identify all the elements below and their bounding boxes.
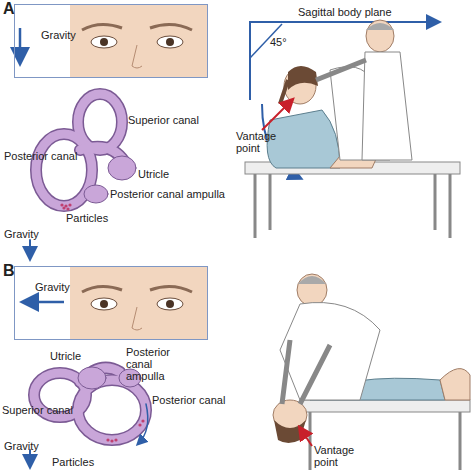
part-label: Gravity [4,440,39,452]
patient-scene [245,20,460,238]
panel-letter: A [3,0,15,18]
patient-scene [273,274,470,470]
gravity-label: Gravity [35,281,70,293]
part-label: Superior canal [2,404,73,416]
part-label: Utricle [138,168,169,180]
part-label: Sagittal body plane [298,6,392,18]
part-label: Vantage point [236,130,280,154]
panel-letter: B [3,262,15,280]
part-label: Superior canal [128,114,199,126]
inset-box: Gravity [14,266,208,340]
face-inset [24,267,207,339]
part-label: Utricle [50,350,81,362]
part-label: Particles [66,212,108,224]
labyrinth [30,94,136,258]
part-label: Vantage point [314,444,358,468]
face-inset [20,5,207,77]
gravity-label: Gravity [41,29,76,41]
inset-box: Gravity [14,4,208,78]
part-label: Posterior canal ampulla [126,346,188,382]
part-label: Posterior canal ampulla [110,188,225,200]
part-label: Gravity [4,228,39,240]
part-label: 45° [270,36,287,48]
part-label: Particles [52,456,94,468]
part-label: Posterior canal [4,150,77,162]
part-label: Posterior canal [152,394,225,406]
